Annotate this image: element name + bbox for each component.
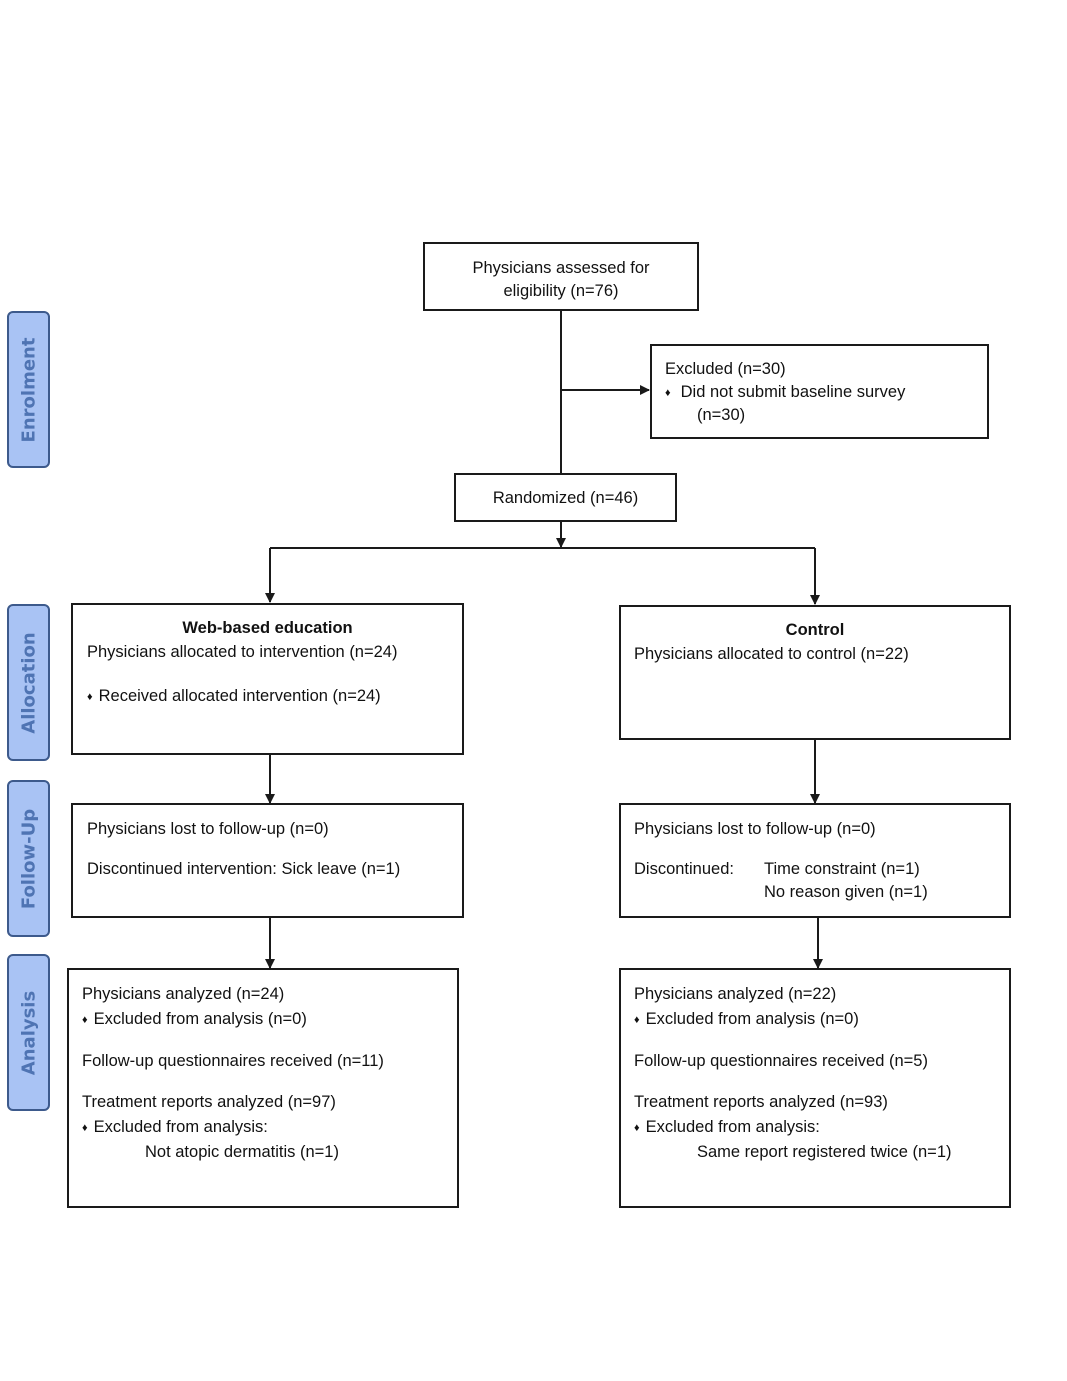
- bullet-icon: ♦: [634, 1014, 640, 1026]
- bullet-icon: ♦: [87, 691, 93, 703]
- excluded-reason: ♦ Did not submit baseline survey: [665, 382, 905, 404]
- control-followup-box: Physicians lost to follow-up (n=0) Disco…: [619, 803, 1011, 918]
- bullet-icon: ♦: [82, 1014, 88, 1026]
- stage-allocation: Allocation: [7, 604, 50, 761]
- assessed-line2: eligibility (n=76): [503, 282, 619, 300]
- intervention-reports-excluded-text: Excluded from analysis:: [93, 1118, 268, 1136]
- intervention-allocated: Physicians allocated to intervention (n=…: [87, 643, 398, 661]
- excluded-box: Excluded (n=30) ♦ Did not submit baseline…: [650, 344, 989, 439]
- intervention-questionnaires: Follow-up questionnaires received (n=11): [82, 1052, 384, 1070]
- control-title: Control: [785, 621, 845, 639]
- stage-follow-up: Follow-Up: [7, 780, 50, 937]
- control-allocated: Physicians allocated to control (n=22): [634, 645, 909, 663]
- intervention-followup-box: Physicians lost to follow-up (n=0) Disco…: [71, 803, 464, 918]
- intervention-reports: Treatment reports analyzed (n=97): [82, 1093, 336, 1111]
- intervention-allocation-box: Web-based education Physicians allocated…: [71, 603, 464, 755]
- intervention-analysis-excluded: ♦ Excluded from analysis (n=0): [82, 1009, 307, 1031]
- control-discontinued-reason2: No reason given (n=1): [764, 883, 928, 901]
- assessed-line1: Physicians assessed for: [472, 259, 650, 277]
- control-questionnaires: Follow-up questionnaires received (n=5): [634, 1052, 928, 1070]
- control-analysis-excluded-text: Excluded from analysis (n=0): [645, 1010, 859, 1028]
- randomized-box: Randomized (n=46): [454, 473, 677, 522]
- control-analysis-excluded: ♦ Excluded from analysis (n=0): [634, 1009, 859, 1031]
- control-discontinued-label: Discontinued:: [634, 860, 734, 878]
- intervention-received-text: Received allocated intervention (n=24): [98, 687, 381, 705]
- intervention-received: ♦ Received allocated intervention (n=24): [87, 686, 381, 708]
- randomized-text: Randomized (n=46): [492, 489, 639, 507]
- control-analysis-box: Physicians analyzed (n=22) ♦ Excluded fro…: [619, 968, 1011, 1208]
- control-reports-excluded-text: Excluded from analysis:: [645, 1118, 820, 1136]
- bullet-icon: ♦: [82, 1122, 88, 1134]
- intervention-lost: Physicians lost to follow-up (n=0): [87, 820, 329, 838]
- intervention-discontinued: Discontinued intervention: Sick leave (n…: [87, 860, 401, 878]
- stage-analysis: Analysis: [7, 954, 50, 1111]
- bullet-icon: ♦: [665, 387, 671, 399]
- control-analyzed: Physicians analyzed (n=22): [634, 985, 837, 1003]
- control-reports-excluded-reason: Same report registered twice (n=1): [697, 1143, 952, 1161]
- stage-enrolment: Enrolment: [7, 311, 50, 468]
- control-reports: Treatment reports analyzed (n=93): [634, 1093, 888, 1111]
- excluded-title: Excluded (n=30): [665, 360, 786, 378]
- assessed-box: Physicians assessed for eligibility (n=7…: [423, 242, 699, 311]
- intervention-analysis-box: Physicians analyzed (n=24) ♦ Excluded fro…: [67, 968, 459, 1208]
- intervention-reports-excluded: ♦ Excluded from analysis:: [82, 1117, 268, 1139]
- control-lost: Physicians lost to follow-up (n=0): [634, 820, 876, 838]
- intervention-reports-excluded-reason: Not atopic dermatitis (n=1): [145, 1143, 339, 1161]
- bullet-icon: ♦: [634, 1122, 640, 1134]
- excluded-reason-count: (n=30): [697, 406, 746, 424]
- control-allocation-box: Control Physicians allocated to control …: [619, 605, 1011, 740]
- control-reports-excluded: ♦ Excluded from analysis:: [634, 1117, 820, 1139]
- intervention-analysis-excluded-text: Excluded from analysis (n=0): [93, 1010, 307, 1028]
- intervention-title: Web-based education: [182, 619, 353, 637]
- intervention-analyzed: Physicians analyzed (n=24): [82, 985, 285, 1003]
- control-discontinued-reason1: Time constraint (n=1): [764, 860, 920, 878]
- excluded-reason-text: Did not submit baseline survey: [680, 383, 906, 401]
